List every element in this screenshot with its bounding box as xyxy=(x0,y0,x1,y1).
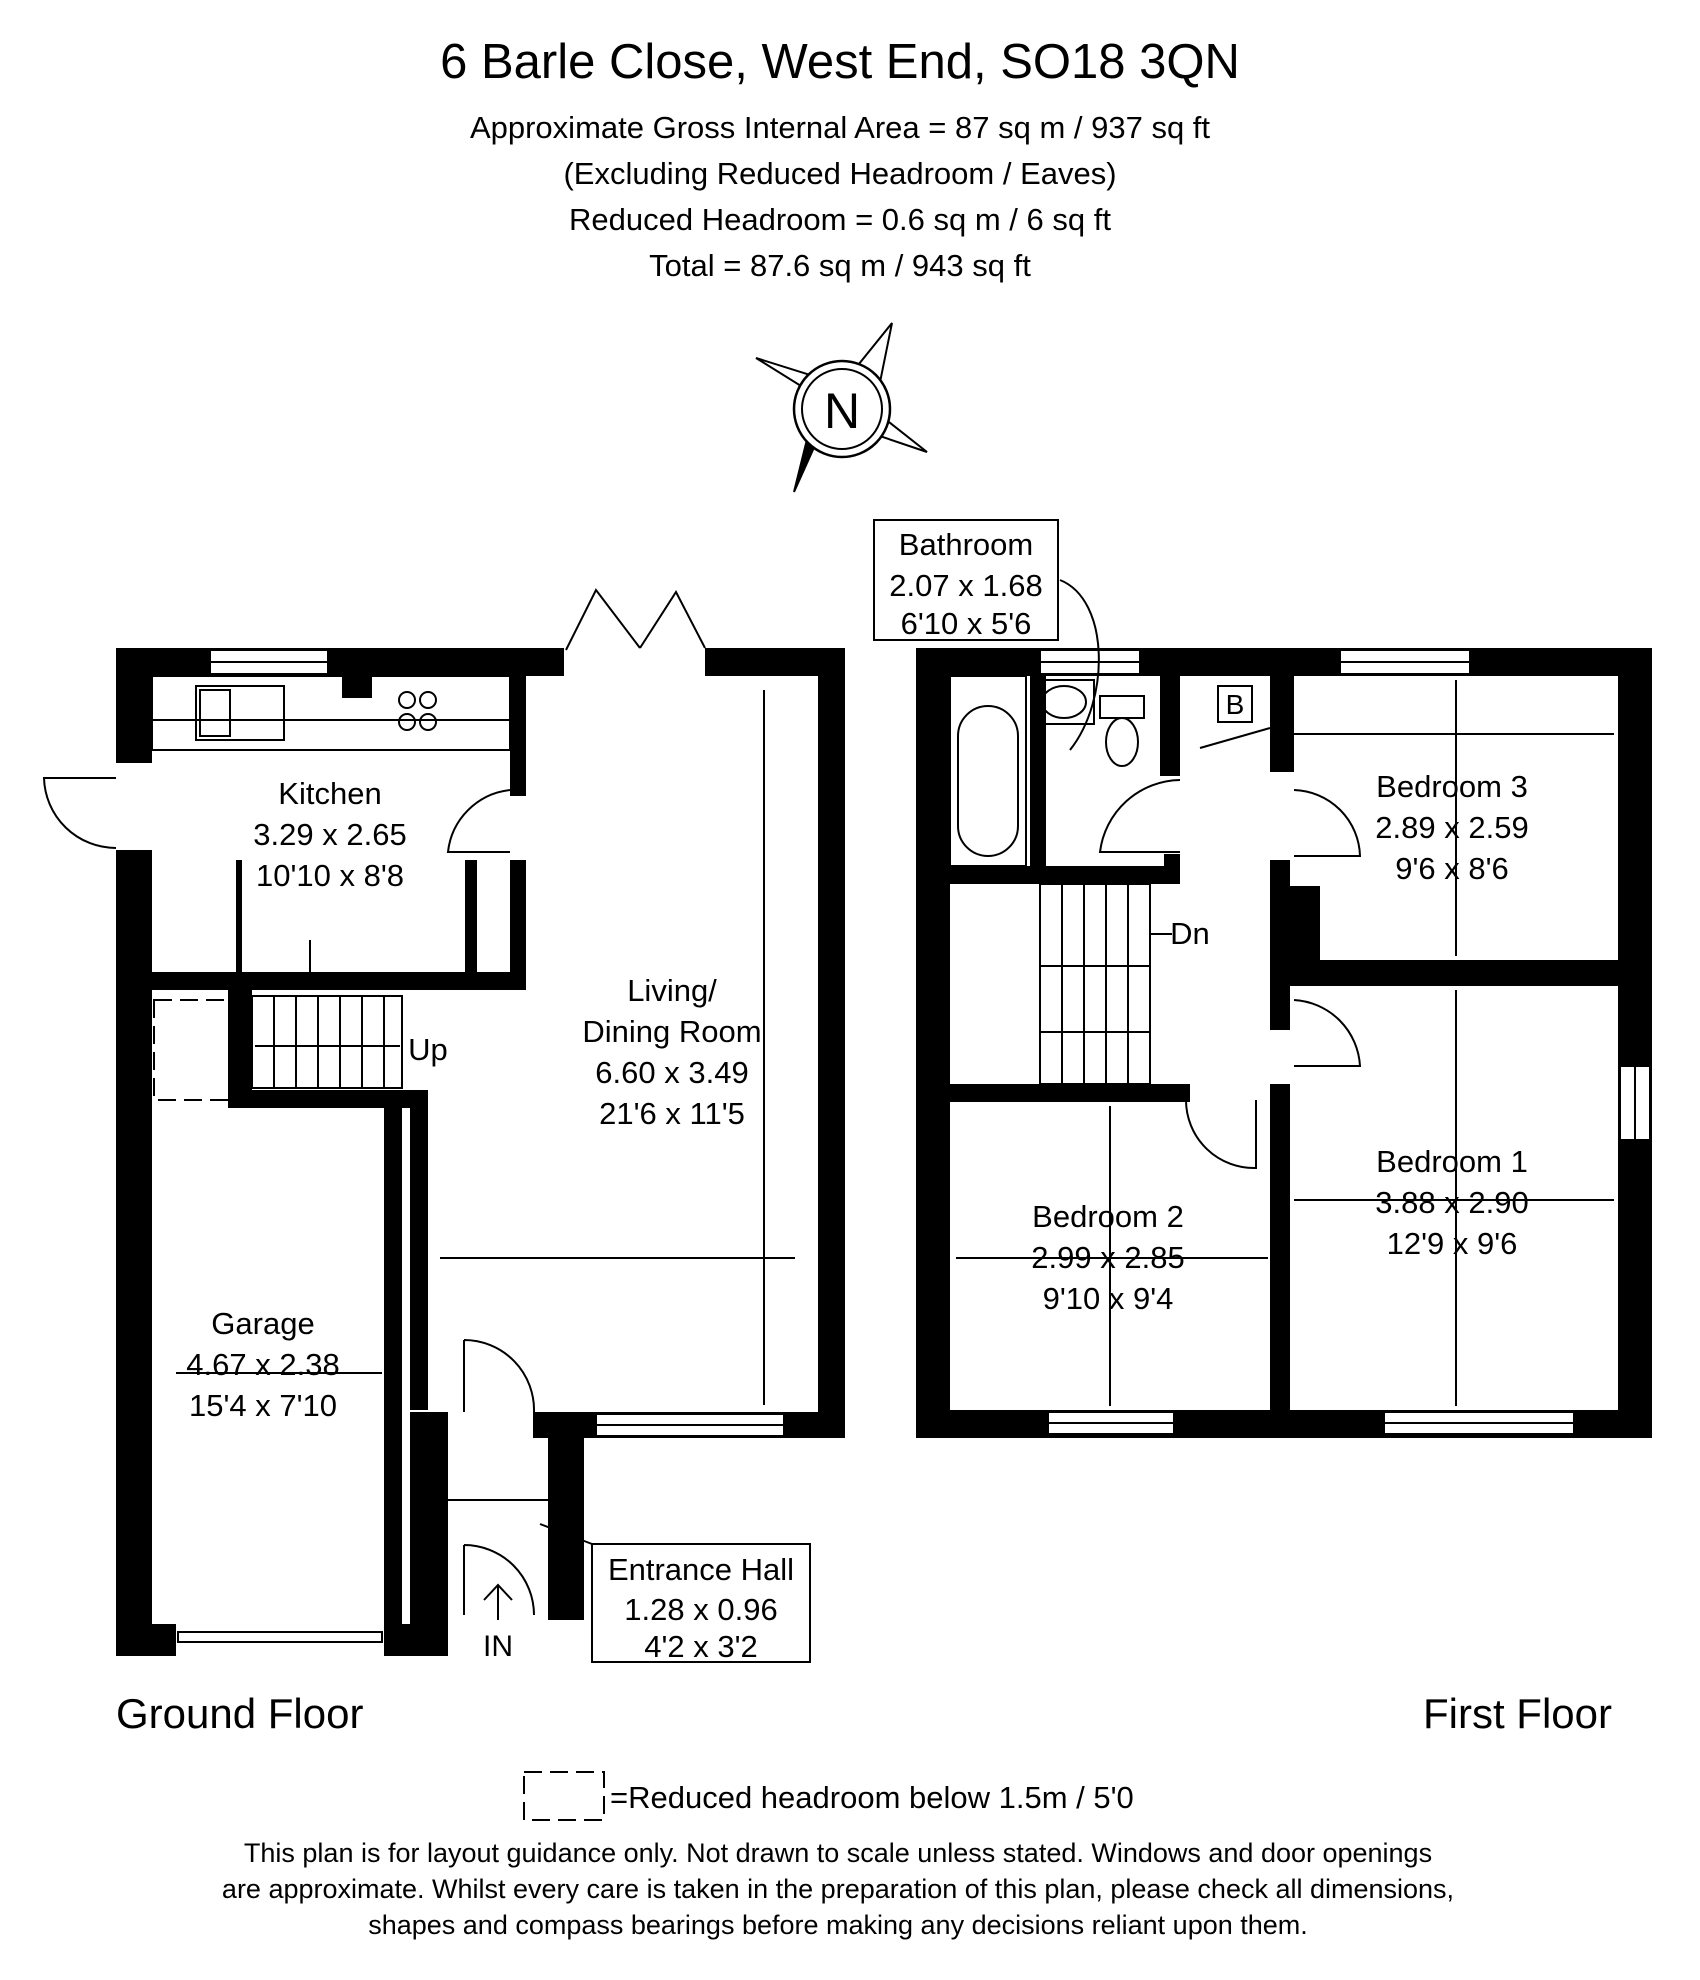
garage-imperial: 15'4 x 7'10 xyxy=(189,1388,337,1423)
kitchen-imperial: 10'10 x 8'8 xyxy=(256,858,404,893)
living-name-line2: Dining Room xyxy=(582,1014,761,1049)
header: 6 Barle Close, West End, SO18 3QN Approx… xyxy=(440,35,1240,283)
disclaimer: This plan is for layout guidance only. N… xyxy=(222,1838,1454,1940)
bedroom3-label: Bedroom 3 2.89 x 2.59 9'6 x 8'6 xyxy=(1375,769,1528,886)
bedroom2-label: Bedroom 2 2.99 x 2.85 9'10 x 9'4 xyxy=(1031,1199,1184,1316)
ground-floor-label: Ground Floor xyxy=(116,1690,363,1737)
entry-label: IN xyxy=(483,1630,513,1663)
living-imperial: 21'6 x 11'5 xyxy=(599,1096,745,1131)
compass-icon: N xyxy=(755,322,928,493)
entrance-name: Entrance Hall xyxy=(608,1552,794,1587)
reduced-headroom-area xyxy=(153,999,233,1101)
bedroom2-metric: 2.99 x 2.85 xyxy=(1031,1240,1184,1275)
first-floor-plan: B Dn Bathroom xyxy=(873,519,1652,1737)
bedroom3-metric: 2.89 x 2.59 xyxy=(1375,810,1528,845)
disclaimer-line-2: are approximate. Whilst every care is ta… xyxy=(222,1874,1454,1904)
entrance-hall-label: Entrance Hall 1.28 x 0.96 4'2 x 3'2 xyxy=(539,1523,811,1664)
entry-arrow-icon xyxy=(483,1583,513,1620)
stairs-up-label: Up xyxy=(408,1032,448,1067)
bathroom-imperial: 6'10 x 5'6 xyxy=(901,606,1032,641)
bedroom2-imperial: 9'10 x 9'4 xyxy=(1043,1281,1174,1316)
bedroom2-name: Bedroom 2 xyxy=(1032,1199,1184,1234)
disclaimer-line-3: shapes and compass bearings before makin… xyxy=(368,1910,1308,1940)
garage-name: Garage xyxy=(211,1306,314,1341)
area-line-4: Total = 87.6 sq m / 943 sq ft xyxy=(649,248,1031,283)
area-line-1: Approximate Gross Internal Area = 87 sq … xyxy=(470,110,1210,145)
kitchen-label: Kitchen 3.29 x 2.65 10'10 x 8'8 xyxy=(253,776,406,893)
living-label: Living/ Dining Room 6.60 x 3.49 21'6 x 1… xyxy=(582,973,761,1131)
legend: =Reduced headroom below 1.5m / 5'0 xyxy=(523,1771,1134,1821)
bedroom1-label: Bedroom 1 3.88 x 2.90 12'9 x 9'6 xyxy=(1375,1144,1528,1261)
boiler-label: B xyxy=(1226,689,1245,720)
stairs-down-label: Dn xyxy=(1170,916,1210,951)
first-floor-stairs xyxy=(1039,883,1172,1085)
disclaimer-line-1: This plan is for layout guidance only. N… xyxy=(244,1838,1432,1868)
ground-floor-plan: Up IN Kitchen 3.29 x 2.65 10'10 x 8'8 Li… xyxy=(42,588,845,1737)
garage-metric: 4.67 x 2.38 xyxy=(186,1347,339,1382)
kitchen-metric: 3.29 x 2.65 xyxy=(253,817,406,852)
bathroom-label: Bathroom 2.07 x 1.68 6'10 x 5'6 xyxy=(873,519,1100,751)
bathroom-metric: 2.07 x 1.68 xyxy=(889,568,1042,603)
bedroom1-metric: 3.88 x 2.90 xyxy=(1375,1185,1528,1220)
reduced-headroom-legend-swatch xyxy=(523,1771,605,1821)
entrance-imperial: 4'2 x 3'2 xyxy=(644,1629,758,1664)
entrance-metric: 1.28 x 0.96 xyxy=(624,1592,777,1627)
first-floor-label: First Floor xyxy=(1423,1690,1612,1737)
bathroom-name: Bathroom xyxy=(899,527,1033,562)
area-line-2: (Excluding Reduced Headroom / Eaves) xyxy=(563,156,1116,191)
bedroom1-name: Bedroom 1 xyxy=(1376,1144,1528,1179)
ground-floor-stairs xyxy=(251,995,403,1089)
garage-label: Garage 4.67 x 2.38 15'4 x 7'10 xyxy=(186,1306,339,1423)
area-line-3: Reduced Headroom = 0.6 sq m / 6 sq ft xyxy=(569,202,1111,237)
living-name-line1: Living/ xyxy=(627,973,717,1008)
living-metric: 6.60 x 3.49 xyxy=(595,1055,748,1090)
kitchen-name: Kitchen xyxy=(278,776,381,811)
bedroom3-name: Bedroom 3 xyxy=(1376,769,1528,804)
bedroom1-imperial: 12'9 x 9'6 xyxy=(1387,1226,1518,1261)
bedroom3-imperial: 9'6 x 8'6 xyxy=(1395,851,1509,886)
reduced-headroom-legend-text: =Reduced headroom below 1.5m / 5'0 xyxy=(610,1780,1134,1815)
property-title: 6 Barle Close, West End, SO18 3QN xyxy=(440,35,1240,89)
compass-north-label: N xyxy=(824,383,860,439)
